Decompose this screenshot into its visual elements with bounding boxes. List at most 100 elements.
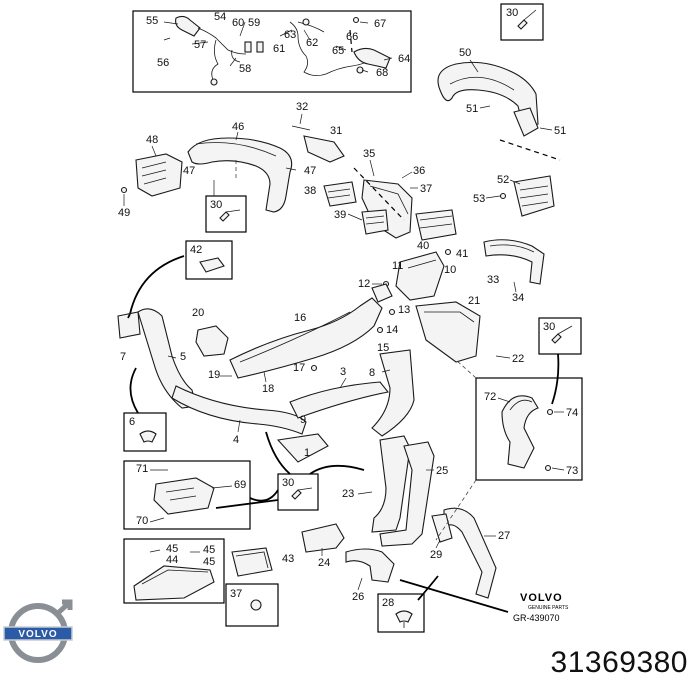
part-25-duct <box>379 441 435 547</box>
callout-19: 19 <box>208 369 220 381</box>
logo-text: VOLVO <box>18 629 57 640</box>
callout-37: 37 <box>230 588 242 600</box>
callout-56: 56 <box>157 57 169 69</box>
callout-34: 34 <box>512 292 524 304</box>
callout-52: 52 <box>497 174 509 186</box>
callout-31: 31 <box>330 125 342 137</box>
callout-24: 24 <box>318 557 330 569</box>
callout-41: 41 <box>456 248 468 260</box>
detail-box-72 <box>475 377 583 481</box>
screw-icon <box>291 487 313 500</box>
callout-68: 68 <box>376 67 388 79</box>
callout-74: 74 <box>566 407 578 419</box>
callout-42: 42 <box>190 244 202 256</box>
part-29-bracket <box>431 513 453 543</box>
callout-73: 73 <box>566 465 578 477</box>
callout-61: 61 <box>273 43 285 55</box>
callout-48: 48 <box>146 134 158 146</box>
part-8-duct <box>371 349 415 437</box>
callout-28: 28 <box>382 597 394 609</box>
callout-1: 1 <box>304 447 310 459</box>
part-23-duct <box>371 435 411 533</box>
callout-23: 23 <box>342 488 354 500</box>
callout-43: 43 <box>282 553 294 565</box>
callout-44: 44 <box>166 554 178 566</box>
part-number: 31369380 <box>550 646 688 679</box>
part-5-duct <box>137 308 197 409</box>
callout-59: 59 <box>248 17 260 29</box>
callout-62: 62 <box>306 37 318 49</box>
volvo-logo-icon: VOLVO <box>3 599 73 663</box>
callout-27: 27 <box>498 530 510 542</box>
part-21-duct <box>415 301 481 363</box>
callout-7: 7 <box>120 351 126 363</box>
callout-39: 39 <box>334 209 346 221</box>
callout-71: 71 <box>136 463 148 475</box>
callout-69: 69 <box>234 479 246 491</box>
callout-26: 26 <box>352 591 364 603</box>
callout-72: 72 <box>484 391 496 403</box>
callout-17: 17 <box>293 362 305 374</box>
callout-6: 6 <box>129 416 135 428</box>
part-26-duct <box>345 548 395 583</box>
part-48-vent <box>135 153 183 197</box>
callout-46: 46 <box>232 121 244 133</box>
callout-35: 35 <box>363 148 375 160</box>
screw-icon <box>219 209 241 222</box>
callout-14: 14 <box>386 324 398 336</box>
callout-13: 13 <box>398 304 410 316</box>
callout-16: 16 <box>294 312 306 324</box>
diagram-reference: GR-439070 <box>513 613 560 623</box>
callout-47-right: 47 <box>304 165 316 177</box>
part-31-clip <box>303 135 345 163</box>
callout-18: 18 <box>262 383 274 395</box>
part-16-duct <box>229 297 383 379</box>
callout-60: 60 <box>232 17 244 29</box>
part-20-actuator <box>195 325 229 357</box>
part-46-duct <box>187 137 293 213</box>
callout-45-right: 45 <box>203 544 215 556</box>
clip-icon <box>395 610 413 628</box>
callout-37-top: 37 <box>420 183 432 195</box>
callout-30-mid: 30 <box>210 199 222 211</box>
callout-5: 5 <box>180 351 186 363</box>
callout-30-low: 30 <box>282 477 294 489</box>
callout-22: 22 <box>512 353 524 365</box>
callout-15: 15 <box>377 342 389 354</box>
brand-block: VOLVO GENUINE PARTS GR-439070 <box>513 592 569 623</box>
callout-33: 33 <box>487 274 499 286</box>
callout-21: 21 <box>468 295 480 307</box>
callout-70: 70 <box>136 515 148 527</box>
callout-51-right: 51 <box>554 125 566 137</box>
callout-38: 38 <box>304 185 316 197</box>
callout-58: 58 <box>239 63 251 75</box>
brand-name: VOLVO <box>520 592 563 604</box>
callout-30-top: 30 <box>506 7 518 19</box>
callout-32: 32 <box>296 101 308 113</box>
callout-45-left: 45 <box>166 543 178 555</box>
part-4-duct <box>171 385 307 435</box>
part-43-panel <box>231 547 273 577</box>
callout-63: 63 <box>284 29 296 41</box>
part-39-vent <box>361 209 389 235</box>
callout-67: 67 <box>374 18 386 30</box>
part-72-duct <box>501 395 539 469</box>
brand-subtitle: GENUINE PARTS <box>528 605 569 611</box>
part-40-vent <box>415 209 457 241</box>
callout-36: 36 <box>413 165 425 177</box>
callout-45-right2: 45 <box>203 556 215 568</box>
callout-53: 53 <box>473 193 485 205</box>
screw-icon <box>551 325 573 344</box>
callout-20: 20 <box>192 307 204 319</box>
part-10-duct <box>395 251 445 301</box>
part-33-duct <box>483 239 545 285</box>
part-27-duct <box>443 507 497 599</box>
callout-25: 25 <box>436 465 448 477</box>
callout-30-right: 30 <box>543 321 555 333</box>
part-44-bracket <box>133 565 215 601</box>
callout-51-left: 51 <box>466 103 478 115</box>
callout-3: 3 <box>340 366 346 378</box>
callout-57: 57 <box>194 39 206 51</box>
callout-66: 66 <box>346 31 358 43</box>
